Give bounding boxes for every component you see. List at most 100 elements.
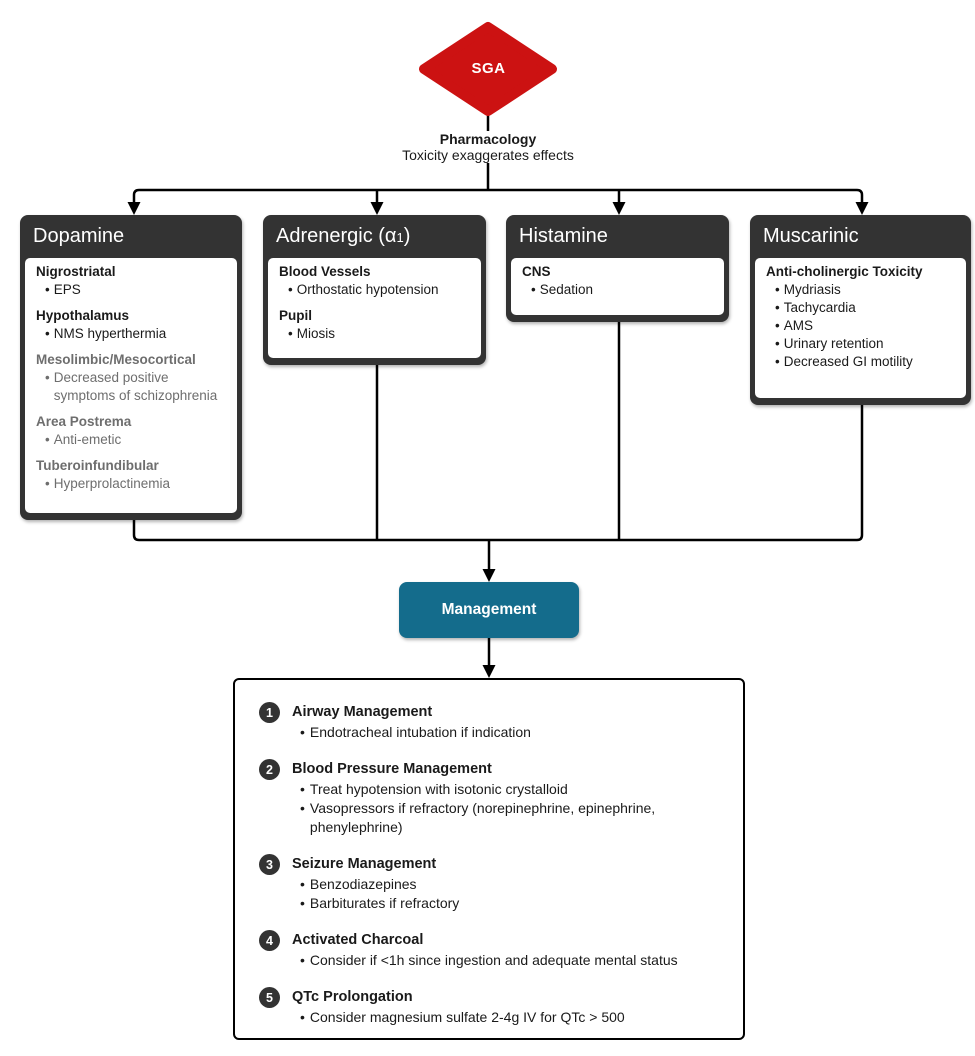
sga-text: SGA (471, 59, 506, 77)
bullet-row: • AMS (766, 317, 958, 335)
bullet-row: • Tachycardia (766, 299, 958, 317)
section-heading: Nigrostriatal (36, 264, 116, 279)
receptor-body: Nigrostriatal • EPS Hypothalamus • NMS h… (25, 258, 237, 513)
bullet-dot: • (45, 326, 50, 341)
bullet-dot: • (300, 895, 305, 911)
bullet-dot: • (300, 952, 305, 968)
bullet-row: • Consider magnesium sulfate 2-4g IV for… (300, 1008, 725, 1027)
bullet-text: Miosis (296, 326, 335, 341)
management-label: Management (441, 601, 537, 618)
bullet-text: Tachycardia (783, 300, 856, 315)
receptor-title-suffix: ) (403, 225, 411, 247)
bullet-dot: • (288, 282, 293, 297)
receptor-title-text: Muscarinic (763, 225, 859, 247)
receptor-title: Muscarinic (750, 215, 971, 258)
bullet-dot: • (300, 781, 305, 797)
step-header: 4 Activated Charcoal (259, 930, 725, 951)
bullet-dot: • (775, 318, 780, 333)
bullet-row: • Consider if <1h since ingestion and ad… (300, 951, 725, 970)
receptor-section: Mesolimbic/Mesocortical • Decreased posi… (36, 351, 229, 405)
bullet-row: • Decreased positive symptoms of schizop… (36, 369, 229, 405)
management-steps-list: 1 Airway Management • Endotracheal intub… (259, 702, 725, 1027)
receptor-box: Dopamine Nigrostriatal • EPS Hypothalamu… (20, 215, 242, 520)
bullet-text: Urinary retention (783, 336, 884, 351)
bullet-row: • Decreased GI motility (766, 353, 958, 371)
receptor-section: Nigrostriatal • EPS (36, 263, 229, 299)
section-heading: Area Postrema (36, 414, 132, 429)
bullet-row: • Urinary retention (766, 335, 958, 353)
bullet-text: Hyperprolactinemia (53, 476, 171, 491)
arrowhead-dopamine (127, 202, 141, 215)
bullet-dot: • (775, 354, 780, 369)
management-step: 3 Seizure Management • Benzodiazepines •… (259, 854, 725, 913)
step-header: 1 Airway Management (259, 702, 725, 723)
section-heading: Mesolimbic/Mesocortical (36, 352, 196, 367)
receptor-section: Hypothalamus • NMS hyperthermia (36, 307, 229, 343)
bullet-text: Benzodiazepines (309, 876, 417, 892)
receptor-title-text: Dopamine (33, 225, 125, 247)
section-heading: Pupil (279, 308, 312, 323)
step-bullets: • Consider magnesium sulfate 2-4g IV for… (300, 1008, 725, 1027)
bullet-dot: • (775, 282, 780, 297)
bullet-text: Endotracheal intubation if indication (309, 724, 531, 740)
edge-branch-left (132, 188, 488, 202)
receptor-box: Muscarinic Anti-cholinergic Toxicity • M… (750, 215, 971, 405)
step-bullets: • Consider if <1h since ingestion and ad… (300, 951, 725, 970)
bullet-text: Treat hypotension with isotonic crystall… (309, 781, 568, 797)
bullet-row: • Treat hypotension with isotonic crysta… (300, 780, 725, 799)
step-number-badge: 5 (259, 987, 280, 1008)
bullet-text: Orthostatic hypotension (296, 282, 439, 297)
bullet-row: • Miosis (279, 325, 473, 343)
bullet-row: • Benzodiazepines (300, 875, 725, 894)
bullet-dot: • (531, 282, 536, 297)
bullet-row: • Endotracheal intubation if indication (300, 723, 725, 742)
bullet-text: EPS (53, 282, 81, 297)
arrowhead-management (482, 569, 496, 582)
arrowhead-adrenergic (370, 202, 384, 215)
bullet-text: Consider if <1h since ingestion and adeq… (309, 952, 678, 968)
receptor-section: Anti-cholinergic Toxicity • Mydriasis • … (766, 263, 958, 371)
edge-branch-right (488, 188, 864, 202)
step-title: Airway Management (292, 704, 433, 720)
bullet-text: Barbiturates if refractory (309, 895, 460, 911)
bullet-row: • Anti-emetic (36, 431, 229, 449)
bullet-dot: • (45, 282, 50, 297)
step-header: 2 Blood Pressure Management (259, 759, 725, 780)
arrowhead-muscarinic (855, 202, 869, 215)
bullet-row: • Barbiturates if refractory (300, 894, 725, 913)
management-step: 1 Airway Management • Endotracheal intub… (259, 702, 725, 742)
sga-diamond (419, 22, 557, 116)
step-number-badge: 2 (259, 759, 280, 780)
management-node: Management (399, 582, 579, 638)
bullet-dot: • (45, 370, 50, 385)
bullet-dot: • (300, 1009, 305, 1025)
bullet-dot: • (45, 432, 50, 447)
section-heading: Anti-cholinergic Toxicity (766, 264, 923, 279)
receptor-title: Dopamine (20, 215, 242, 258)
receptor-title-text: Adrenergic (α (276, 225, 397, 247)
step-title: Activated Charcoal (292, 932, 424, 948)
receptor-section: Pupil • Miosis (279, 307, 473, 343)
bullet-text: AMS (783, 318, 813, 333)
sga-node-label: SGA (420, 22, 557, 114)
receptor-body: Anti-cholinergic Toxicity • Mydriasis • … (755, 258, 966, 398)
bullet-dot: • (45, 476, 50, 491)
arrowhead-histamine (612, 202, 626, 215)
bullet-text: Vasopressors if refractory (norepinephri… (309, 800, 656, 835)
bullet-dot: • (300, 800, 305, 816)
bullet-text: NMS hyperthermia (53, 326, 167, 341)
step-title: Seizure Management (292, 856, 437, 872)
arrowhead-steps (482, 665, 496, 678)
receptor-section: Blood Vessels • Orthostatic hypotension (279, 263, 473, 299)
receptor-title-subscript: 1 (396, 230, 404, 245)
step-header: 5 QTc Prolongation (259, 987, 725, 1008)
step-title: Blood Pressure Management (292, 761, 492, 777)
pharmacology-subtitle: Toxicity exaggerates effects (402, 147, 574, 163)
management-steps-box: 1 Airway Management • Endotracheal intub… (233, 678, 745, 1040)
step-bullets: • Benzodiazepines • Barbiturates if refr… (300, 875, 725, 913)
section-heading: Hypothalamus (36, 308, 130, 323)
bullet-text: Decreased positive symptoms of schizophr… (53, 370, 218, 403)
